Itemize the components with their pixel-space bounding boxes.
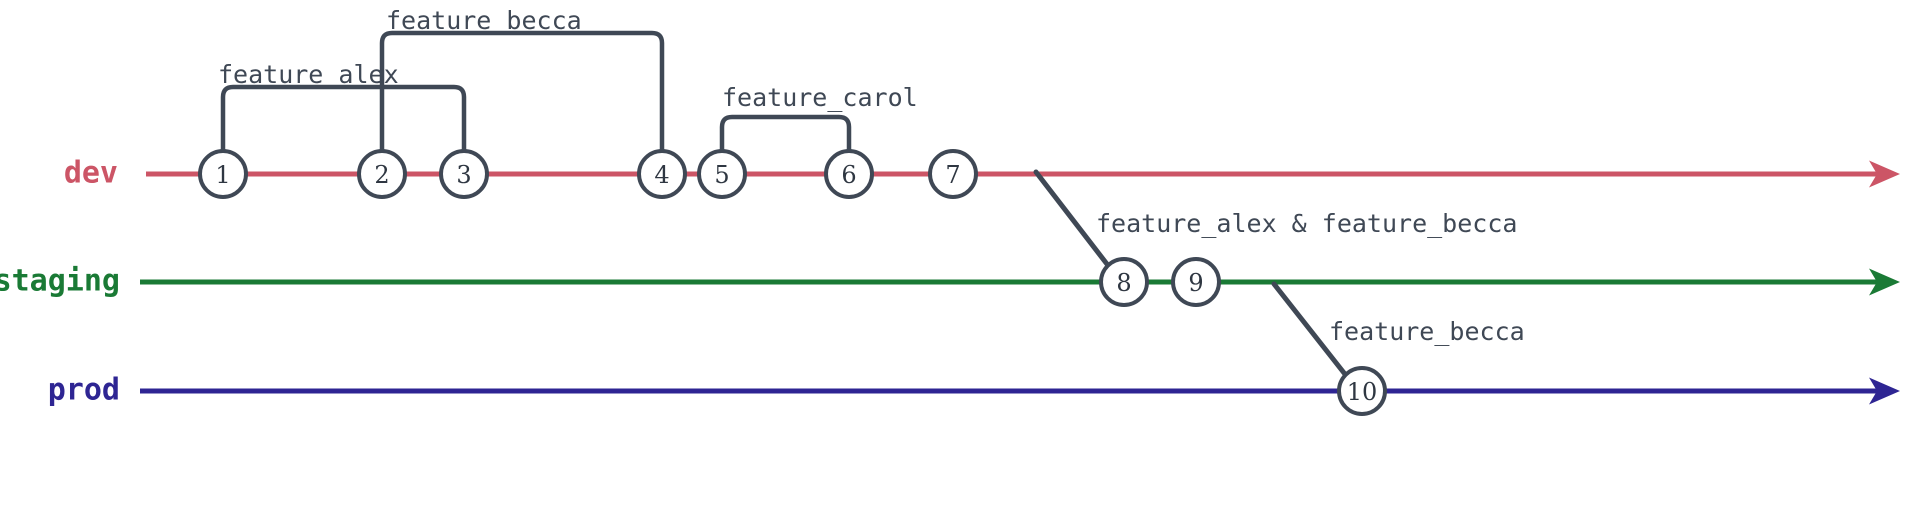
commit-node-label: 4 xyxy=(654,161,669,189)
commit-node-9[interactable]: 9 xyxy=(1171,257,1221,307)
commit-node-label: 7 xyxy=(945,161,960,189)
commit-node-8[interactable]: 8 xyxy=(1099,257,1149,307)
feature-label-feature-alex: feature_alex xyxy=(218,60,399,89)
commit-nodes-layer: 1 2 3 4 5 6 7 xyxy=(198,149,1387,416)
commit-node-2[interactable]: 2 xyxy=(357,149,407,199)
merge-label-staging-to-prod: feature_becca xyxy=(1329,317,1525,346)
branch-label-prod: prod xyxy=(48,373,120,408)
bracket-feature-becca xyxy=(379,30,665,158)
commit-node-circle[interactable] xyxy=(824,149,874,199)
commit-node-circle[interactable] xyxy=(357,149,407,199)
commit-node-circle[interactable] xyxy=(697,149,747,199)
branch-lines-layer xyxy=(140,160,1900,405)
merge-line-staging-to-prod xyxy=(1271,281,1351,381)
commit-node-circle[interactable] xyxy=(1337,366,1387,416)
merge-text-labels-layer: feature_alex & feature_becca feature_bec… xyxy=(1096,209,1525,346)
commit-node-7[interactable]: 7 xyxy=(928,149,978,199)
feature-label-feature-becca: feature_becca xyxy=(386,6,582,35)
branch-label-dev: dev xyxy=(64,156,118,191)
commit-node-label: 1 xyxy=(215,161,230,189)
commit-node-3[interactable]: 3 xyxy=(439,149,489,199)
commit-node-circle[interactable] xyxy=(439,149,489,199)
feature-label-feature-carol: feature_carol xyxy=(722,83,918,112)
commit-node-4[interactable]: 4 xyxy=(637,149,687,199)
merge-lines-layer xyxy=(1033,169,1351,381)
commit-node-circle[interactable] xyxy=(637,149,687,199)
commit-node-circle[interactable] xyxy=(1171,257,1221,307)
commit-node-circle[interactable] xyxy=(928,149,978,199)
commit-node-10[interactable]: 10 xyxy=(1337,366,1387,416)
feature-text-labels-layer: feature_alex feature_becca feature_carol xyxy=(218,6,918,112)
commit-node-label: 3 xyxy=(456,161,471,189)
commit-node-label: 6 xyxy=(841,161,856,189)
commit-node-label: 8 xyxy=(1116,269,1131,297)
branch-name-labels-layer: dev staging prod xyxy=(0,156,120,408)
bracket-feature-alex xyxy=(220,84,467,158)
feature-brackets-layer xyxy=(220,30,852,158)
commit-node-label: 2 xyxy=(374,161,389,189)
commit-node-label: 5 xyxy=(714,161,729,189)
commit-node-5[interactable]: 5 xyxy=(697,149,747,199)
commit-node-label: 9 xyxy=(1188,269,1203,297)
branch-label-staging: staging xyxy=(0,264,120,299)
merge-label-dev-to-staging: feature_alex & feature_becca xyxy=(1096,209,1517,238)
bracket-feature-carol xyxy=(719,114,852,158)
commit-node-label: 10 xyxy=(1347,378,1378,406)
commit-node-6[interactable]: 6 xyxy=(824,149,874,199)
commit-node-circle[interactable] xyxy=(1099,257,1149,307)
commit-node-circle[interactable] xyxy=(198,149,248,199)
merge-line-dev-to-staging xyxy=(1033,169,1113,271)
commit-node-1[interactable]: 1 xyxy=(198,149,248,199)
